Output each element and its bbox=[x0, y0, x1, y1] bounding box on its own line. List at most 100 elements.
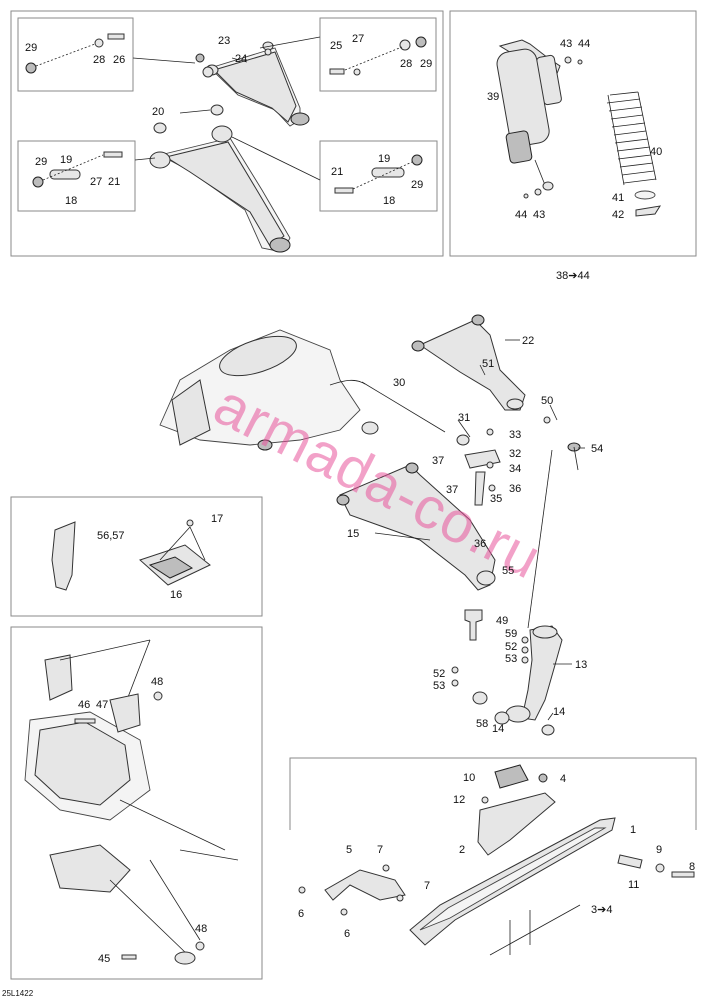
callout-24: 24 bbox=[235, 53, 247, 65]
callout-14: 14 bbox=[492, 723, 504, 735]
callout-52: 52 bbox=[505, 641, 517, 653]
callout-8: 8 bbox=[689, 861, 695, 873]
callout-48: 48 bbox=[151, 676, 163, 688]
callout-18: 18 bbox=[65, 195, 77, 207]
callout-53: 53 bbox=[433, 680, 445, 692]
callout-48: 48 bbox=[195, 923, 207, 935]
callout-32: 32 bbox=[509, 448, 521, 460]
callout-26: 26 bbox=[113, 54, 125, 66]
callout-9: 9 bbox=[656, 844, 662, 856]
panel-a-leader-lines bbox=[132, 36, 321, 181]
inset-lower-left-hardware bbox=[17, 140, 136, 212]
callout-29: 29 bbox=[411, 179, 423, 191]
callout-51: 51 bbox=[482, 358, 494, 370]
a-arm-hardware bbox=[25, 33, 427, 194]
callout-16: 16 bbox=[170, 589, 182, 601]
inset-lower-right-hardware bbox=[319, 140, 438, 212]
coil-spring bbox=[606, 91, 662, 217]
callout-11: 11 bbox=[628, 879, 639, 891]
callout-29: 29 bbox=[420, 58, 432, 70]
callout-21: 21 bbox=[108, 176, 120, 188]
callout-44: 44 bbox=[578, 38, 590, 50]
callout-18: 18 bbox=[383, 195, 395, 207]
callout-49: 49 bbox=[496, 615, 508, 627]
callout-13: 13 bbox=[575, 659, 587, 671]
callout-55: 55 bbox=[502, 565, 514, 577]
callout-31: 31 bbox=[458, 412, 470, 424]
upper-a-arm-side bbox=[411, 314, 526, 411]
spindle-hardware bbox=[451, 609, 555, 736]
lower-a-arm-side bbox=[336, 462, 496, 591]
reference-3-4: 3➔4 bbox=[591, 904, 612, 916]
shock-absorber bbox=[496, 39, 583, 199]
panel-bracket bbox=[10, 496, 263, 617]
callout-45: 45 bbox=[98, 953, 110, 965]
callout-10: 10 bbox=[463, 772, 475, 784]
callout-19: 19 bbox=[60, 154, 72, 166]
callout-43: 43 bbox=[560, 38, 572, 50]
upper-a-arm bbox=[205, 41, 310, 127]
callout-52: 52 bbox=[433, 668, 445, 680]
panel-frame-assembly bbox=[10, 626, 263, 980]
callout-1: 1 bbox=[630, 824, 636, 836]
callout-27: 27 bbox=[90, 176, 102, 188]
callout-21: 21 bbox=[331, 166, 343, 178]
callout-7: 7 bbox=[377, 844, 383, 856]
callout-39: 39 bbox=[487, 91, 499, 103]
callout-29: 29 bbox=[35, 156, 47, 168]
steering-spindle bbox=[505, 416, 581, 723]
frame-assembly-sketch bbox=[24, 639, 239, 965]
callout-41: 41 bbox=[612, 192, 624, 204]
callout-54: 54 bbox=[591, 443, 603, 455]
inset-upper-right-hardware bbox=[319, 17, 437, 92]
reference-38-44: 38➔44 bbox=[556, 270, 590, 282]
callout-28: 28 bbox=[400, 58, 412, 70]
callout-37: 37 bbox=[432, 455, 444, 467]
callout-36: 36 bbox=[474, 538, 486, 550]
callout-20: 20 bbox=[152, 106, 164, 118]
callout-2: 2 bbox=[459, 844, 465, 856]
callout-30: 30 bbox=[393, 377, 405, 389]
callout-58: 58 bbox=[476, 718, 488, 730]
callout-50: 50 bbox=[541, 395, 553, 407]
callout-37: 37 bbox=[446, 484, 458, 496]
callout-23: 23 bbox=[218, 35, 230, 47]
callout-53: 53 bbox=[505, 653, 517, 665]
callout-12: 12 bbox=[453, 794, 465, 806]
panel-ski-frame bbox=[289, 757, 697, 830]
inset-upper-left-hardware bbox=[17, 17, 134, 92]
sway-bar-bracket bbox=[464, 428, 501, 506]
sway-bar-link bbox=[361, 381, 470, 446]
bracket-parts bbox=[51, 519, 211, 591]
callout-17: 17 bbox=[211, 513, 223, 525]
callout-43: 43 bbox=[533, 209, 545, 221]
callout-4: 4 bbox=[560, 773, 566, 785]
callout-14: 14 bbox=[553, 706, 565, 718]
frame-sketch-background bbox=[159, 329, 379, 451]
callout-19: 19 bbox=[378, 153, 390, 165]
callout-34: 34 bbox=[509, 463, 521, 475]
ski-assembly bbox=[298, 764, 695, 956]
panel-shock-absorber bbox=[449, 10, 697, 257]
callout-46: 46 bbox=[78, 699, 90, 711]
main-leader-lines bbox=[374, 339, 585, 721]
callout-6: 6 bbox=[298, 908, 304, 920]
panel-a-arm-assembly bbox=[10, 10, 444, 257]
callout-59: 59 bbox=[505, 628, 517, 640]
callout-35: 35 bbox=[490, 493, 502, 505]
callout-7: 7 bbox=[424, 880, 430, 892]
callout-5: 5 bbox=[346, 844, 352, 856]
callout-56-57: 56,57 bbox=[97, 530, 125, 542]
callout-15: 15 bbox=[347, 528, 359, 540]
callout-42: 42 bbox=[612, 209, 624, 221]
callout-labels: 29 28 26 23 24 25 27 28 29 20 29 19 27 2… bbox=[25, 33, 695, 965]
callout-6: 6 bbox=[344, 928, 350, 940]
callout-36: 36 bbox=[509, 483, 521, 495]
callout-40: 40 bbox=[650, 146, 662, 158]
callout-27: 27 bbox=[352, 33, 364, 45]
callout-47: 47 bbox=[96, 699, 108, 711]
watermark-text: armada-co.ru bbox=[204, 372, 552, 592]
callout-28: 28 bbox=[93, 54, 105, 66]
